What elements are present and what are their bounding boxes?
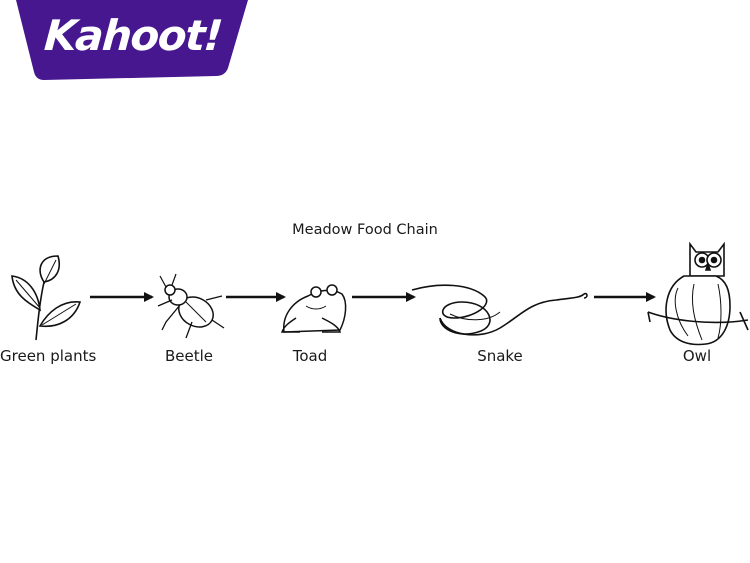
leaf-icon	[11, 255, 82, 341]
label-snake: Snake	[477, 347, 523, 365]
diagram-title: Meadow Food Chain	[292, 222, 438, 238]
owl-icon	[647, 241, 749, 346]
label-owl: Owl	[682, 347, 712, 365]
label-beetle: Beetle	[164, 347, 214, 365]
label-green-plants: Green plants	[0, 347, 97, 365]
beetle-icon	[157, 273, 225, 339]
toad-icon	[280, 284, 347, 333]
kahoot-logo-text: Kahoot!	[42, 10, 224, 60]
kahoot-logo	[16, 0, 248, 80]
snake-icon	[411, 284, 588, 336]
label-toad: Toad	[292, 347, 328, 365]
